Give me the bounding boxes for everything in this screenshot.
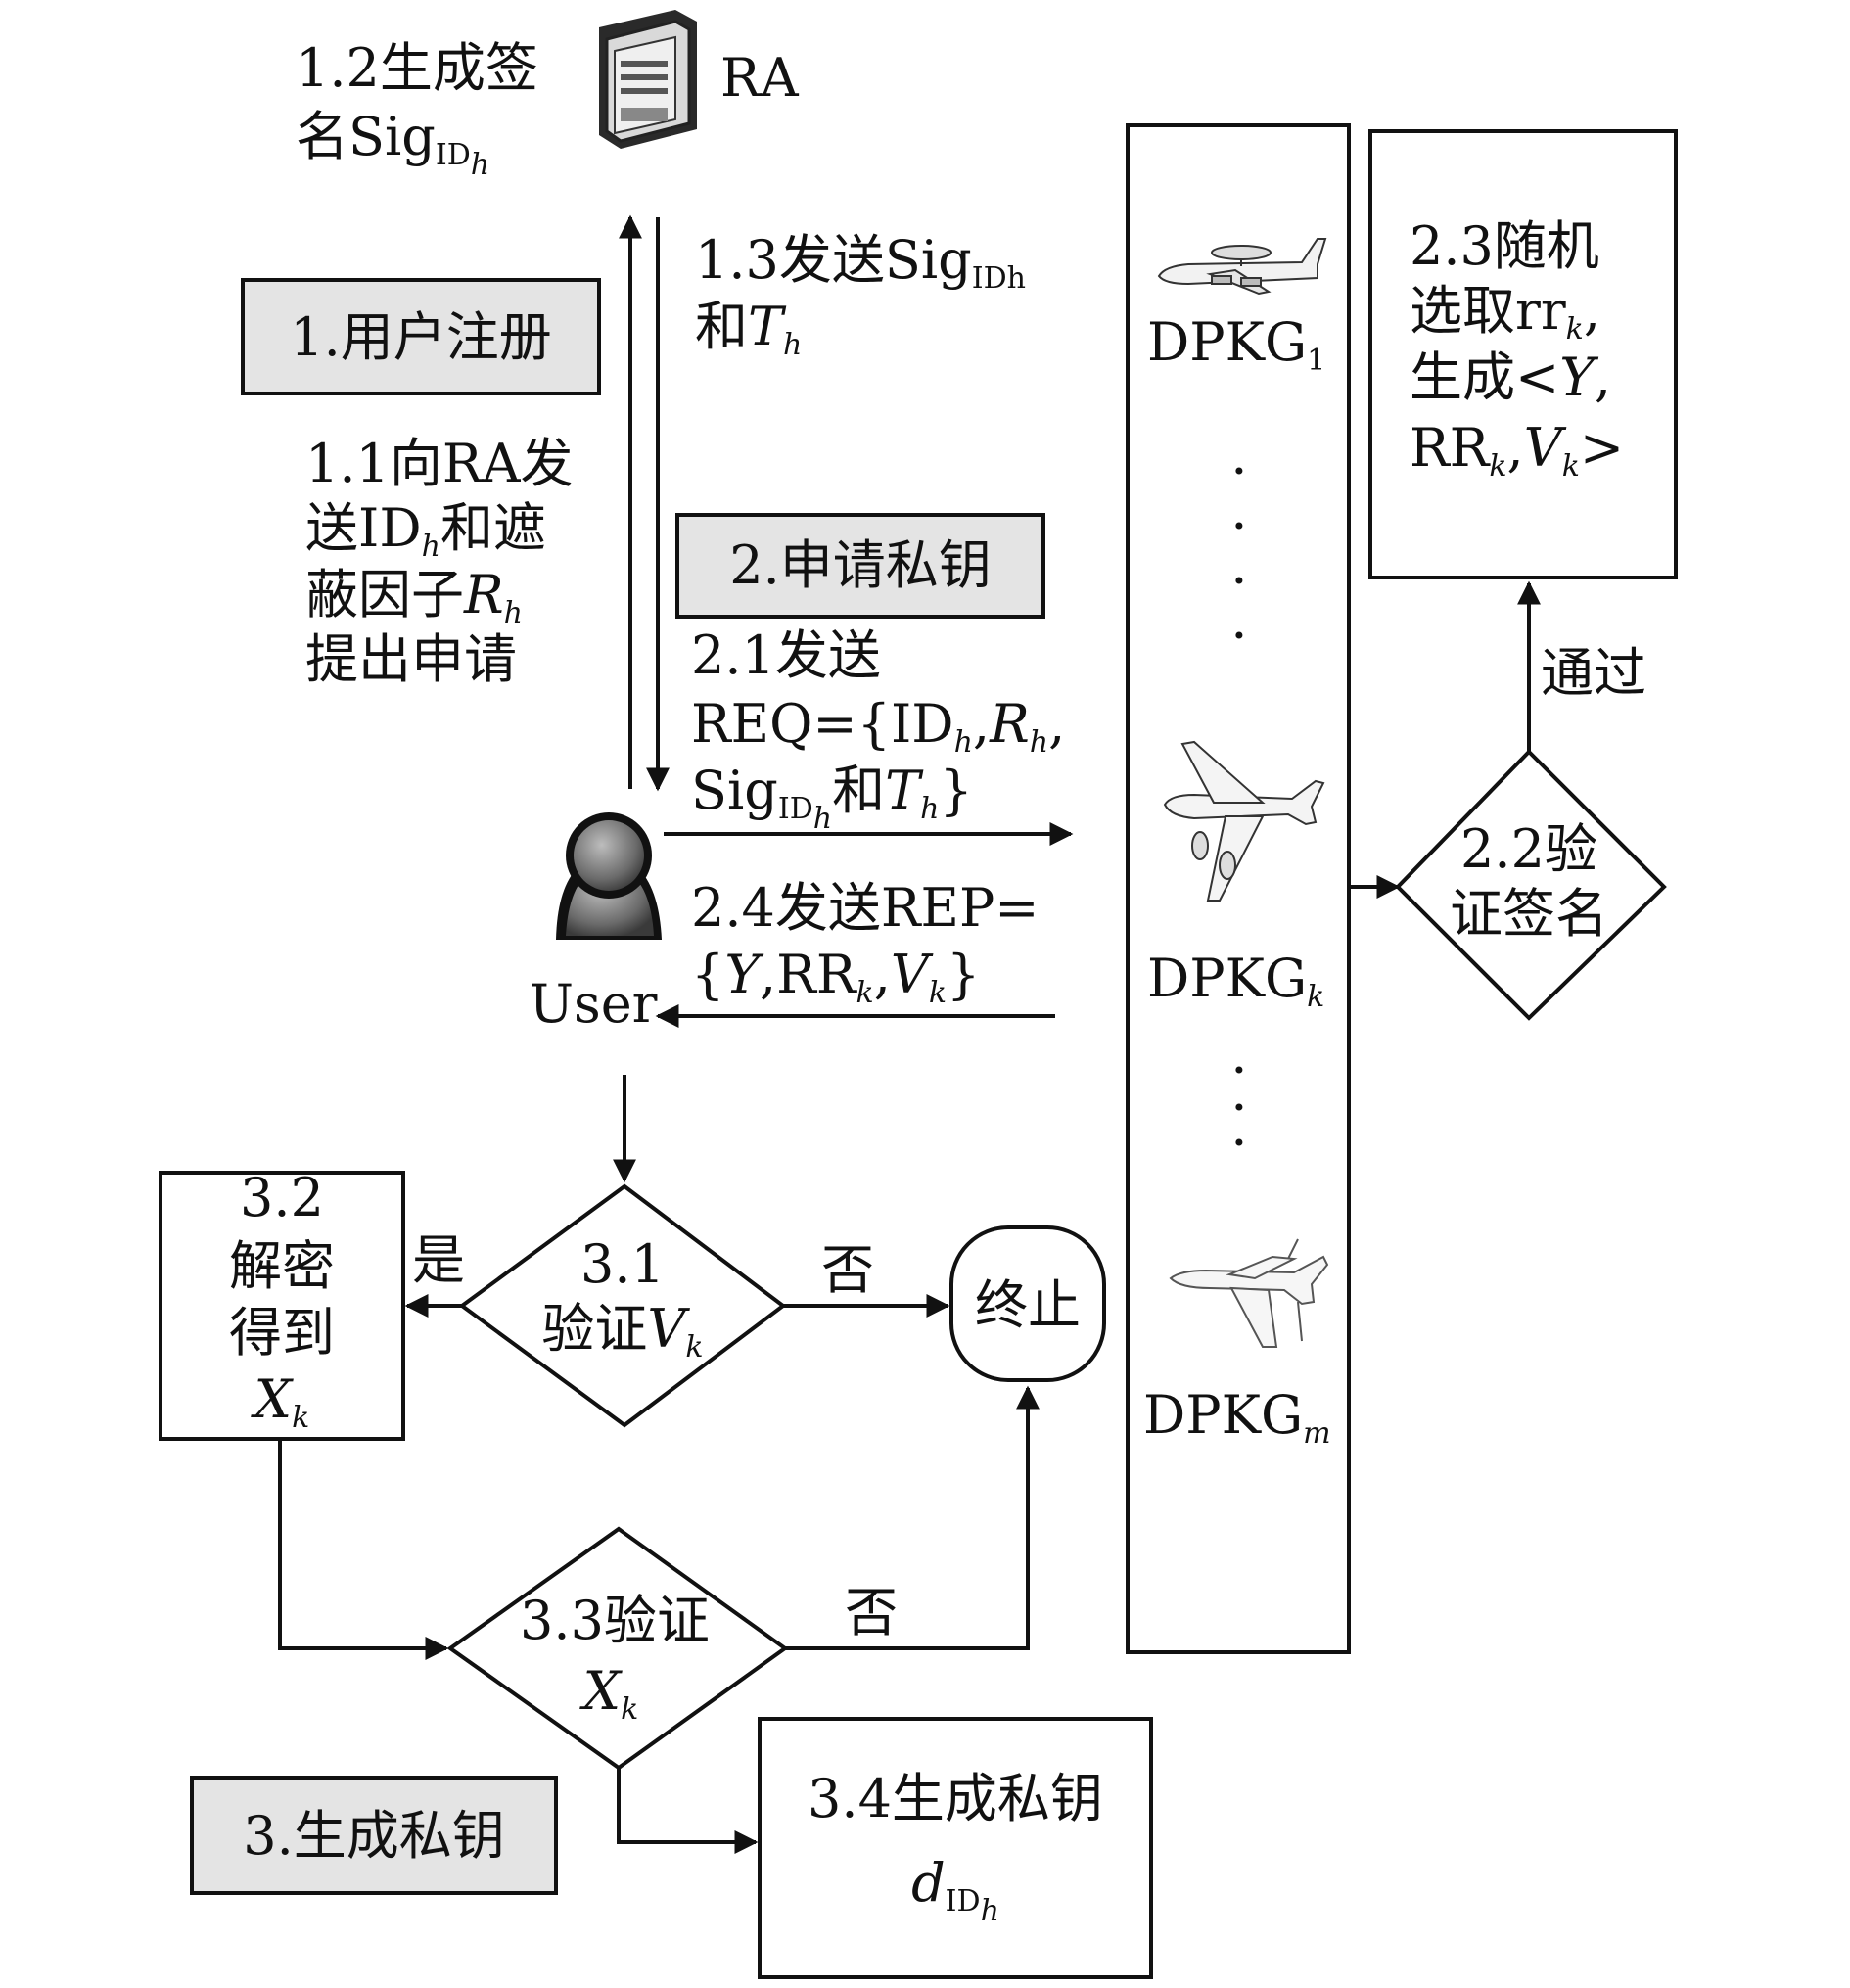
ra-label: RA [720,47,800,109]
step-3-1-line1: 3.1 [580,1233,665,1295]
step-2-2-line1: 2.2验 [1460,818,1597,880]
dpkg-ellipsis-dot: · [1230,550,1247,612]
step-2-3-line4: RRk,Vk> [1410,417,1624,484]
step-3-2-line4: Xk [251,1368,310,1435]
ra-server-icon [599,10,697,149]
pass-label: 通过 [1541,642,1646,704]
dpkg-m-label: DPKGm [1143,1384,1331,1451]
step-3-2-line3: 得到 [229,1302,335,1364]
dpkg-column [1126,123,1351,1654]
dpkg-ellipsis-dot: · [1230,495,1247,557]
step-2-1-line1: 2.1发送 [691,624,881,686]
fighter-aircraft-icon [1169,1238,1329,1348]
step-1-2-line1: 1.2生成签 [296,37,538,99]
no-label-1: 否 [821,1239,874,1301]
key-generation-title-box [190,1776,558,1895]
dpkg-ellipsis-dot: · [1230,1040,1247,1101]
key-generation-title: 3.生成私钥 [243,1805,505,1867]
transport-aircraft-icon [1163,740,1325,902]
user-label: User [530,973,658,1035]
private-key-request-title: 2.申请私钥 [729,534,992,596]
step-1-2-line2: 名SigIDh [296,106,489,182]
step-2-3-box [1368,129,1678,579]
step-2-3-line1: 2.3随机 [1410,215,1599,277]
no-label-2: 否 [845,1582,898,1643]
step-1-1-line2: 送IDh和遮 [305,497,546,564]
step-1-3-line2: 和Th [695,296,802,362]
dpkg-ellipsis-dot: · [1230,1112,1247,1174]
registration-title-box [241,278,601,395]
user-icon [556,812,662,940]
step-1-1-line3: 蔽因子Rh [305,564,523,630]
step-3-4-line1: 3.4生成私钥 [808,1768,1103,1829]
step-3-3-line1: 3.3验证 [520,1590,710,1651]
step-2-3-line3: 生成<Y, [1410,347,1611,408]
dpkg-ellipsis-dot: · [1230,605,1247,667]
step-2-1-line3: SigIDh和Th} [691,760,973,836]
arrow-no-to-terminate-2 [785,1385,1040,1650]
step-3-2-line2: 解密 [229,1235,335,1297]
registration-title: 1.用户注册 [290,306,552,368]
dpkg-1-label: DPKG1 [1147,311,1325,378]
private-key-request-title-box [675,513,1045,619]
step-3-4-line2: dIDh [911,1852,999,1928]
dpkg-ellipsis-dot: · [1230,1077,1247,1138]
verify-vk-diamond [458,1183,787,1428]
awacs-aircraft-icon [1157,238,1327,296]
step-3-1-line2: 验证Vk [541,1298,703,1364]
step-2-3-line2: 选取rrk, [1410,280,1600,347]
generate-private-key-box [758,1717,1153,1979]
step-2-4-line1: 2.4发送REP= [691,877,1040,939]
verify-signature-diamond [1395,749,1667,1021]
terminate-node [949,1225,1106,1382]
step-2-2-line2: 证签名 [1450,883,1608,945]
decrypt-box [159,1171,405,1441]
step-2-1-line2: REQ={IDh,Rh, [691,693,1065,760]
step-1-1-line4: 提出申请 [305,628,517,690]
step-2-4-line2: {Y,RRk,Vk} [691,944,980,1010]
terminate-label: 终止 [975,1274,1081,1336]
step-3-2-line1: 3.2 [240,1167,324,1228]
arrow-decrypt-to-verify-xk [278,1439,449,1660]
dpkg-k-label: DPKGk [1147,948,1324,1014]
dpkg-ellipsis-dot: · [1230,440,1247,502]
arrow-verify-xk-to-generate-key [617,1768,759,1854]
step-1-3-line1: 1.3发送SigIDh [695,229,1026,296]
step-1-1-line1: 1.1向RA发 [305,433,574,494]
step-3-3-line2: Xk [579,1660,639,1727]
yes-label: 是 [412,1229,465,1291]
